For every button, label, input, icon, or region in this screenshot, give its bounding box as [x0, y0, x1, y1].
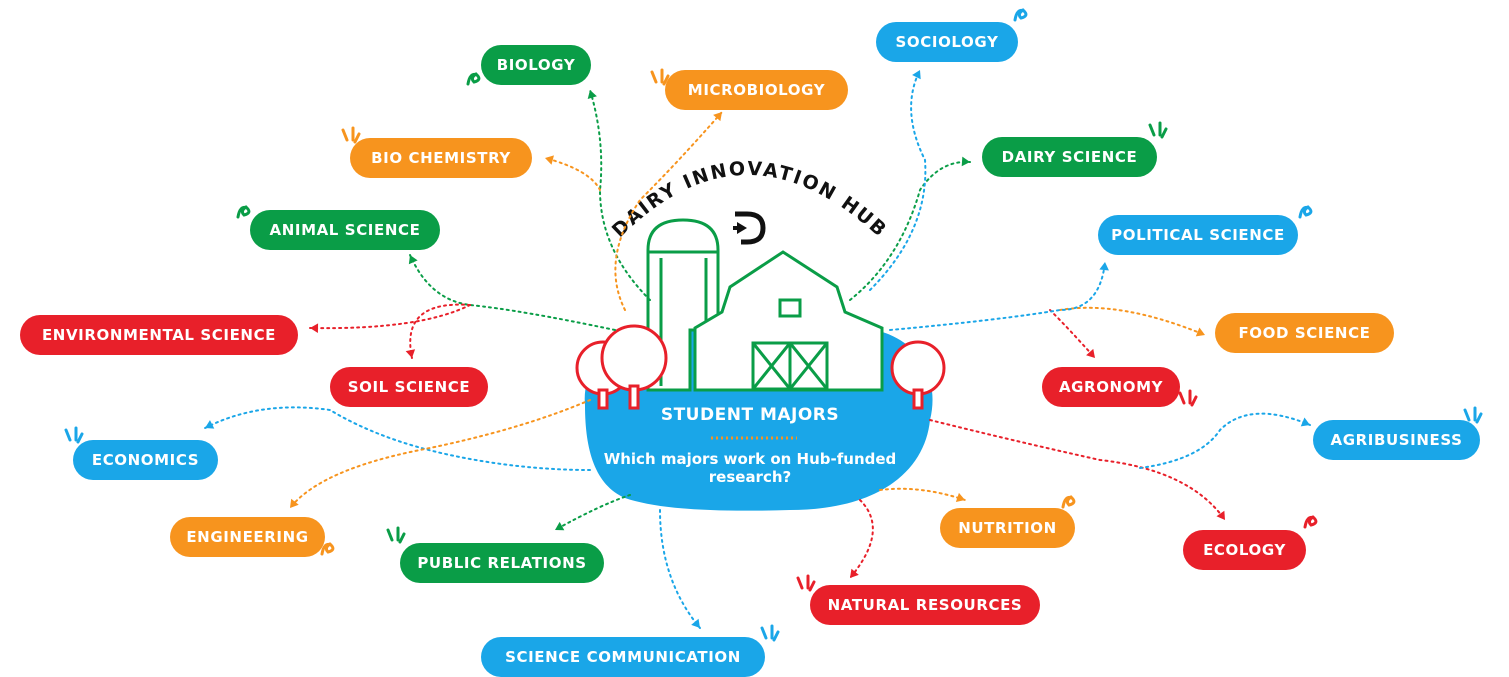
sparkle-icon	[1013, 8, 1028, 22]
major-sociology: SOCIOLOGY	[876, 22, 1018, 62]
hub-logo-icon	[733, 211, 766, 245]
connector-bio-chemistry	[544, 157, 601, 191]
sparkle-icon	[1463, 406, 1483, 424]
arrowhead-icon	[713, 112, 722, 122]
arrowhead-icon	[408, 255, 418, 265]
sparkle-icon	[1303, 515, 1318, 529]
major-food-science: FOOD SCIENCE	[1215, 313, 1394, 353]
major-agronomy: AGRONOMY	[1042, 367, 1180, 407]
major-engineering: ENGINEERING	[170, 517, 325, 557]
hub-title: STUDENT MAJORS	[660, 405, 840, 425]
connector-engineering	[289, 399, 591, 509]
major-ecology: ECOLOGY	[1183, 530, 1306, 570]
major-soil-science: SOIL SCIENCE	[330, 367, 488, 407]
connector-environmental-science	[309, 304, 471, 330]
major-biology: BIOLOGY	[481, 45, 591, 85]
connector-natural-resources	[849, 499, 874, 579]
arrowhead-icon	[961, 156, 970, 167]
sparkle-icon	[236, 205, 251, 219]
major-public-relations: PUBLIC RELATIONS	[400, 543, 604, 583]
connector-nutrition	[879, 487, 966, 501]
sparkle-icon	[466, 72, 481, 86]
connector-biology	[589, 89, 651, 301]
hub-question: Which majors work on Hub-funded research…	[603, 450, 897, 486]
arrowhead-icon	[405, 349, 416, 358]
arrowhead-icon	[310, 323, 319, 333]
arrowhead-icon	[850, 568, 859, 578]
major-nutrition: NUTRITION	[940, 508, 1075, 548]
connector-dairy-science	[849, 160, 971, 301]
arrowhead-icon	[1216, 510, 1225, 520]
arrowhead-icon	[205, 420, 215, 429]
sparkle-icon	[760, 624, 780, 642]
connector-sociology	[869, 69, 927, 291]
arrowhead-icon	[290, 498, 299, 508]
major-environmental-science: ENVIRONMENTAL SCIENCE	[20, 315, 298, 355]
connector-soil-science	[409, 303, 471, 359]
major-natural-resources: NATURAL RESOURCES	[810, 585, 1040, 625]
major-dairy-science: DAIRY SCIENCE	[982, 137, 1157, 177]
sparkle-icon	[650, 68, 670, 86]
sparkle-icon	[1061, 495, 1076, 509]
major-bio-chemistry: BIO CHEMISTRY	[350, 138, 532, 178]
arrowhead-icon	[555, 521, 565, 531]
arrowhead-icon	[1099, 262, 1109, 271]
sparkle-icon	[796, 574, 816, 592]
connector-science-communication	[659, 509, 701, 629]
major-agribusiness: AGRIBUSINESS	[1313, 420, 1480, 460]
sparkle-icon	[341, 126, 361, 144]
tree-icon	[575, 324, 946, 410]
major-microbiology: MICROBIOLOGY	[665, 70, 848, 110]
sparkle-icon	[64, 426, 84, 444]
connector-food-science	[1059, 306, 1206, 336]
hub-name: DAIRY INNOVATION HUB	[608, 158, 892, 242]
arrowhead-icon	[955, 492, 965, 503]
connector-political-science	[889, 261, 1106, 331]
sparkle-icon	[386, 526, 406, 544]
connector-ecology	[929, 419, 1226, 521]
sparkle-icon	[1178, 389, 1198, 407]
arrowhead-icon	[545, 155, 554, 165]
arrowhead-icon	[912, 70, 921, 80]
arrowhead-icon	[1086, 348, 1095, 358]
connector-agronomy	[1049, 309, 1096, 359]
arrowhead-icon	[691, 618, 700, 628]
major-economics: ECONOMICS	[73, 440, 218, 480]
sparkle-icon	[1148, 121, 1168, 139]
arrowhead-icon	[587, 90, 597, 100]
major-political-science: POLITICAL SCIENCE	[1098, 215, 1298, 255]
arrowhead-icon	[1300, 417, 1310, 427]
sparkle-icon	[1298, 205, 1313, 219]
arrowhead-icon	[1195, 327, 1205, 337]
major-science-communication: SCIENCE COMMUNICATION	[481, 637, 765, 677]
connector-agribusiness	[1139, 412, 1311, 469]
barn-icon	[693, 250, 884, 392]
major-animal-science: ANIMAL SCIENCE	[250, 210, 440, 250]
connector-public-relations	[554, 494, 631, 531]
sparkle-icon	[320, 542, 335, 556]
connector-animal-science	[409, 254, 616, 331]
connector-economics	[204, 406, 591, 471]
connector-microbiology	[614, 111, 723, 311]
